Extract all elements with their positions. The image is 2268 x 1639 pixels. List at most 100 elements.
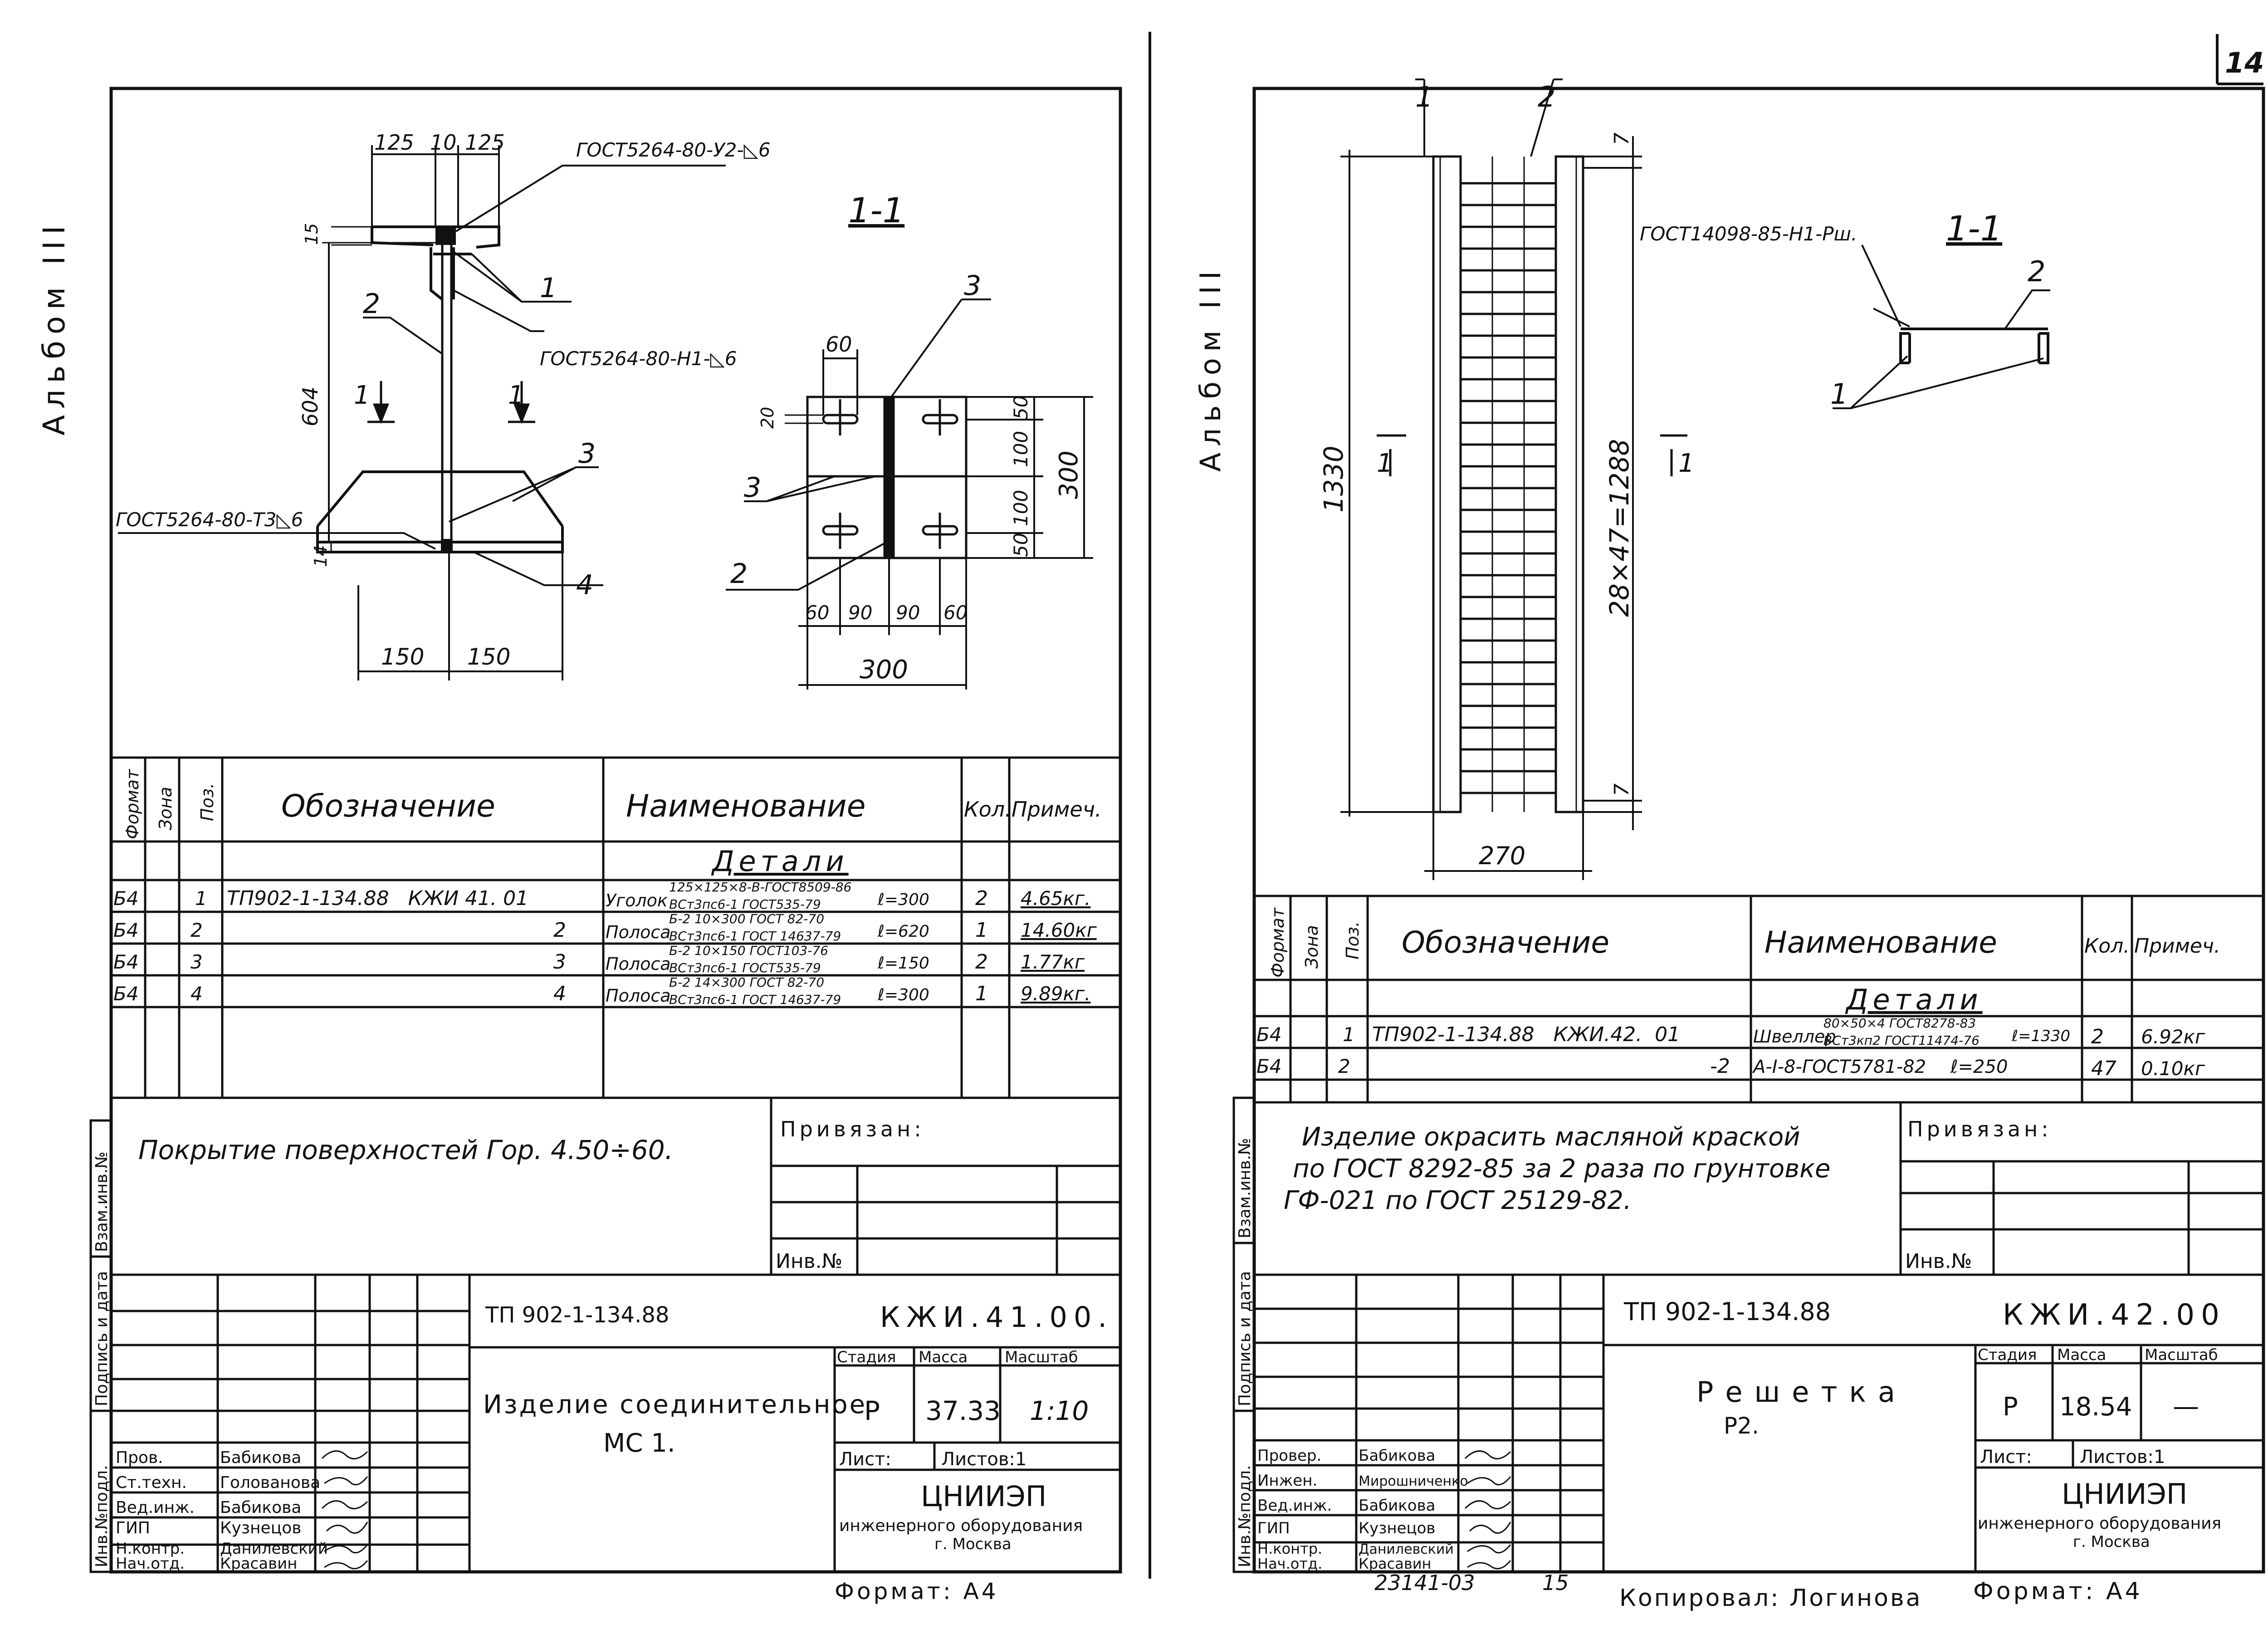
svg-text:ГИП: ГИП [1257,1519,1290,1537]
left-spec-row: Б4 4 4 Полоса Б-2 14×300 ГОСТ 82-70 ВСт3… [113,975,1090,1007]
svg-text:ℓ=300: ℓ=300 [877,986,929,1004]
svg-text:4: 4 [553,982,566,1005]
right-format-label: Формат: А4 [1973,1578,2143,1605]
right-spec-row: Б4 1 ТП902-1-134.88 КЖИ.42. 01 Швеллер 8… [1256,1016,2205,1048]
svg-text:Бабикова: Бабикова [220,1448,301,1467]
left-title: Изделие соединительное [483,1390,867,1419]
svg-text:ℓ=300: ℓ=300 [877,890,929,909]
right-org-city: г. Москва [2073,1533,2150,1551]
left-org-name: ЦНИИЭП [921,1480,1046,1513]
svg-text:2: 2 [191,919,203,941]
svg-text:Полоса: Полоса [606,954,671,974]
left-plan-dim-total-w: 300 [860,655,908,685]
left-title-sub: МС 1. [603,1429,675,1458]
left-signer: Вед.инж. Бабикова [116,1498,301,1517]
left-signer: Ст.техн. Голованова [116,1473,320,1492]
left-sheet-label: Лист: [839,1449,891,1470]
left-dim-top [371,145,500,227]
right-signer: ГИП Кузнецов [1257,1519,1435,1537]
svg-text:ТП902-1-134.88 КЖИ.42. 01: ТП902-1-134.88 КЖИ.42. 01 [1372,1023,1680,1046]
left-scale-head: Масштаб [1005,1348,1078,1366]
left-spec-head-note: Примеч. [1012,797,1102,822]
left-plan-dim-slot: 20 [758,407,777,429]
left-plan-dim-hole: 60 [826,332,852,357]
svg-text:Б4: Б4 [113,887,139,910]
left-cut-mark-a: 1 [354,381,370,410]
right-stamp-orig: Инв.№подл. [1236,1465,1254,1567]
right-stamp-replace: Взам.инв.№ [1236,1138,1254,1238]
right-inv-label: Инв.№ [1905,1250,1972,1273]
right-sheets-label: Листов:1 [2080,1447,2165,1468]
right-album-label: Альбом III [1194,265,1227,472]
sheet-number-box: 14 [2216,34,2264,85]
svg-text:80×50×4 ГОСТ8278-83: 80×50×4 ГОСТ8278-83 [1823,1016,1976,1031]
left-stage-head: Стадия [837,1348,896,1366]
svg-text:Пров.: Пров. [116,1448,163,1467]
svg-text:Кузнецов: Кузнецов [1359,1519,1435,1537]
left-weld-left: ГОСТ5264-80-Т3◺6 [116,509,303,531]
right-stage: Р [2003,1392,2018,1422]
right-spec-head-qty: Кол. [2084,934,2130,958]
svg-text:Б4: Б4 [113,919,139,941]
svg-text:Б4: Б4 [113,983,139,1005]
left-signer: ГИП Кузнецов [116,1519,301,1537]
svg-text:Б-2 14×300 ГОСТ 82-70: Б-2 14×300 ГОСТ 82-70 [669,975,824,990]
left-stamp-replace: Взам.инв.№ [93,1151,111,1252]
svg-text:2: 2 [975,950,988,974]
svg-text:А-I-8-ГОСТ5781-82: А-I-8-ГОСТ5781-82 [1752,1057,1926,1077]
left-dim-bottom-1: 150 [381,644,424,670]
left-mass: 37.33 [925,1395,1001,1426]
right-signer: Вед.инж. Бабикова [1257,1497,1435,1515]
left-section-label: 1-1 [848,190,904,230]
svg-text:2: 2 [2091,1025,2104,1048]
svg-text:ВСт3пс6-1 ГОСТ535-79: ВСт3пс6-1 ГОСТ535-79 [669,897,821,912]
svg-text:1: 1 [195,887,207,910]
right-title-sub: Р2. [1724,1413,1759,1439]
left-note-text: Покрытие поверхностей Гор. 4.50÷60. [138,1135,673,1165]
right-spec-head-name: Наименование [1765,925,1997,960]
left-spec-table [111,756,1120,1099]
right-spec-table [1254,895,2263,1104]
svg-text:3: 3 [553,950,566,974]
left-signer: Н.контр. Данилевский [116,1540,328,1558]
svg-text:Бабикова: Бабикова [1359,1447,1435,1465]
right-signer: Н.контр. Данилевский [1257,1540,1454,1557]
left-designation-code: КЖИ.41.00. [880,1301,1113,1334]
svg-text:Швеллер: Швеллер [1753,1027,1836,1047]
left-section-profile [316,225,564,553]
left-spec-head-designation: Обозначение [281,788,495,824]
left-spec-head-pos: Поз. [197,783,217,821]
svg-text:Красавин: Красавин [1359,1555,1431,1572]
left-callout-3b: 3 [744,472,761,504]
right-section-label: 1-1 [1946,208,2002,249]
left-callout-3: 3 [578,438,596,470]
svg-text:1: 1 [975,919,988,942]
left-dim-top-3: 125 [465,130,505,155]
left-sheet: Альбом III Взам.инв.№ Подпись и дата Инв… [37,87,1122,1605]
svg-text:ВСт3кп2 ГОСТ11474-76: ВСт3кп2 ГОСТ11474-76 [1823,1033,1980,1048]
svg-text:4: 4 [191,983,203,1005]
left-code: ТП 902-1-134.88 [485,1302,669,1328]
left-spec-head-zone: Зона [156,787,176,830]
right-org-line2: инженерного оборудования [1978,1514,2221,1533]
left-format-label: Формат: А4 [835,1578,999,1605]
left-inv-label: Инв.№ [776,1250,842,1273]
right-callout-1b: 1 [1830,377,1848,411]
right-title: Решетка [1696,1375,1907,1409]
svg-text:Н.контр.: Н.контр. [1257,1540,1322,1557]
svg-text:3: 3 [191,951,203,973]
svg-text:6.92кг: 6.92кг [2141,1026,2205,1048]
right-spec-head-format: Формат [1268,907,1288,978]
right-stage-head: Стадия [1978,1346,2037,1364]
svg-text:1.77кг: 1.77кг [1021,951,1085,973]
right-note-line-3: ГФ-021 по ГОСТ 25129-82. [1284,1186,1632,1215]
left-stage: Р [864,1395,880,1426]
right-org-name: ЦНИИЭП [2062,1478,2187,1511]
right-signer: Провер. Бабикова [1257,1447,1435,1465]
svg-text:14.60кг: 14.60кг [1021,919,1097,941]
left-plan-dim-b2: 90 [848,602,872,624]
right-callout-2b: 2 [2028,255,2045,288]
left-stamp-orig: Инв.№подл. [93,1465,111,1567]
left-callout-2b: 2 [730,558,748,590]
left-scale: 1:10 [1030,1395,1089,1426]
